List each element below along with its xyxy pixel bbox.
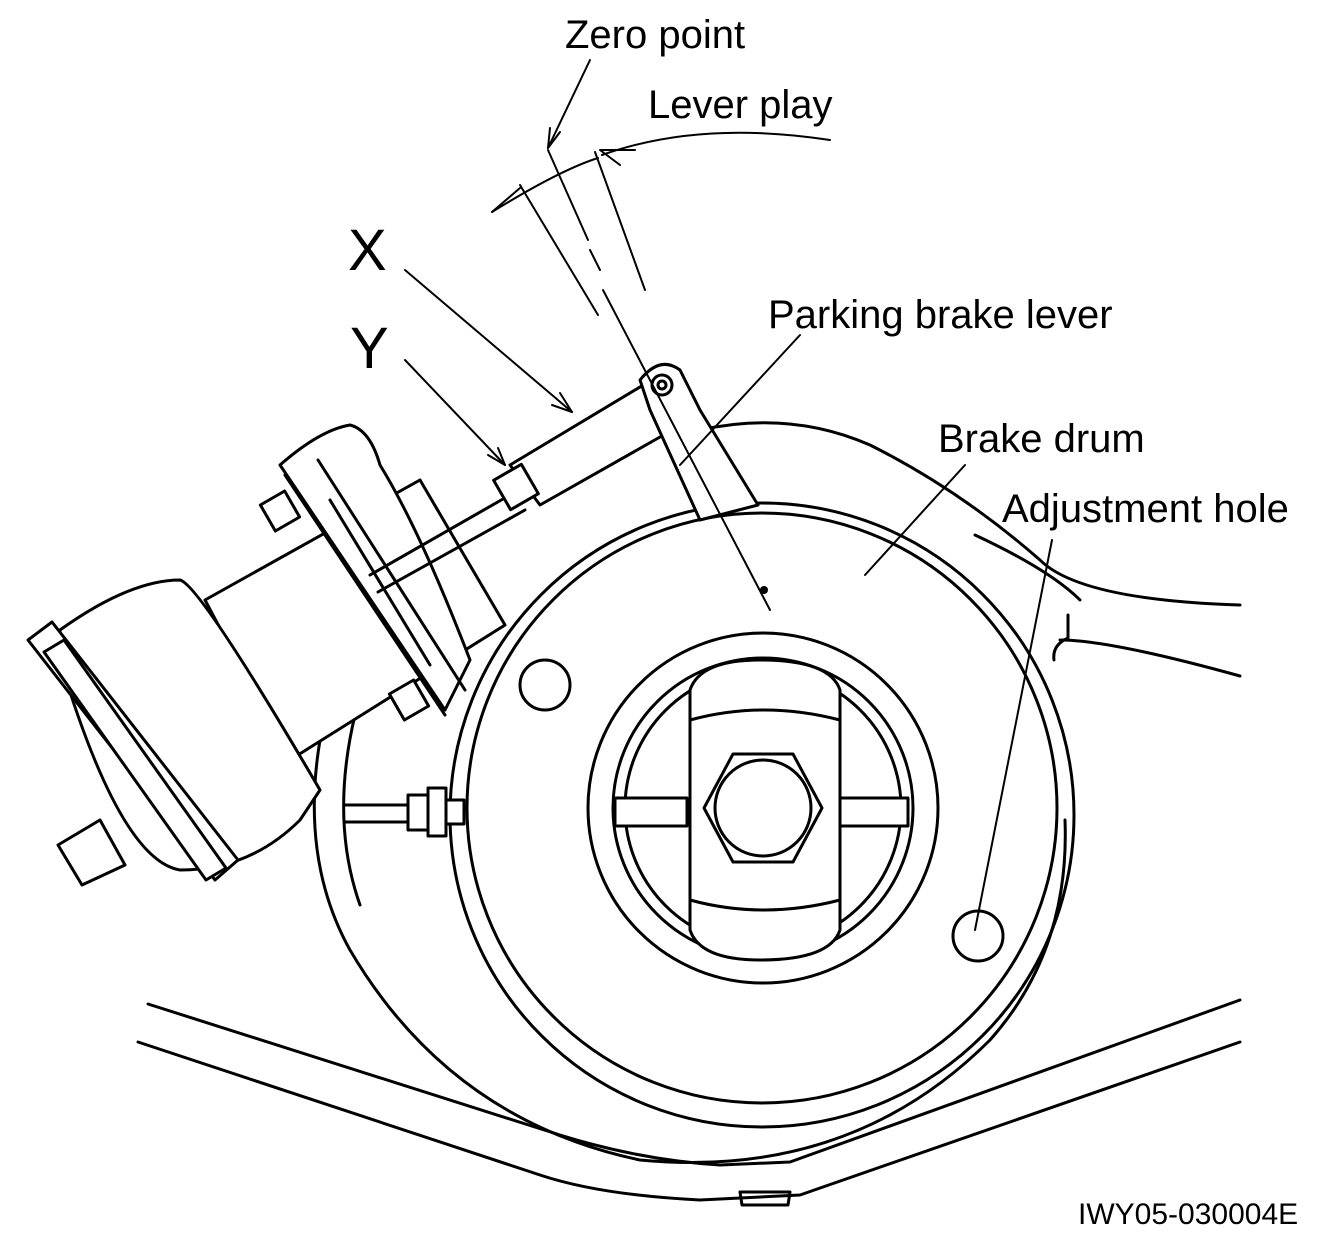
- label-parking-brake-lever: Parking brake lever: [768, 293, 1113, 337]
- parking-brake-lever: [638, 362, 760, 522]
- backing-plate: [312, 713, 1067, 1164]
- label-brake-drum: Brake drum: [938, 417, 1145, 461]
- angle-lines: [491, 131, 831, 611]
- label-zero-point: Zero point: [565, 13, 745, 57]
- wheel-hub: [586, 631, 940, 985]
- axle-beam: [136, 998, 1242, 1207]
- cable: [343, 786, 466, 838]
- label-y: Y: [350, 316, 389, 381]
- mounting-flange: [258, 423, 472, 722]
- upper-arm: [698, 421, 1242, 678]
- leader-lines: [404, 59, 1053, 931]
- label-x: X: [348, 218, 387, 283]
- label-lever-play: Lever play: [648, 83, 833, 127]
- brake-chamber: [26, 478, 507, 887]
- label-adjustment-hole: Adjustment hole: [1002, 487, 1289, 531]
- figure-id: IWY05-030004E: [1078, 1198, 1298, 1231]
